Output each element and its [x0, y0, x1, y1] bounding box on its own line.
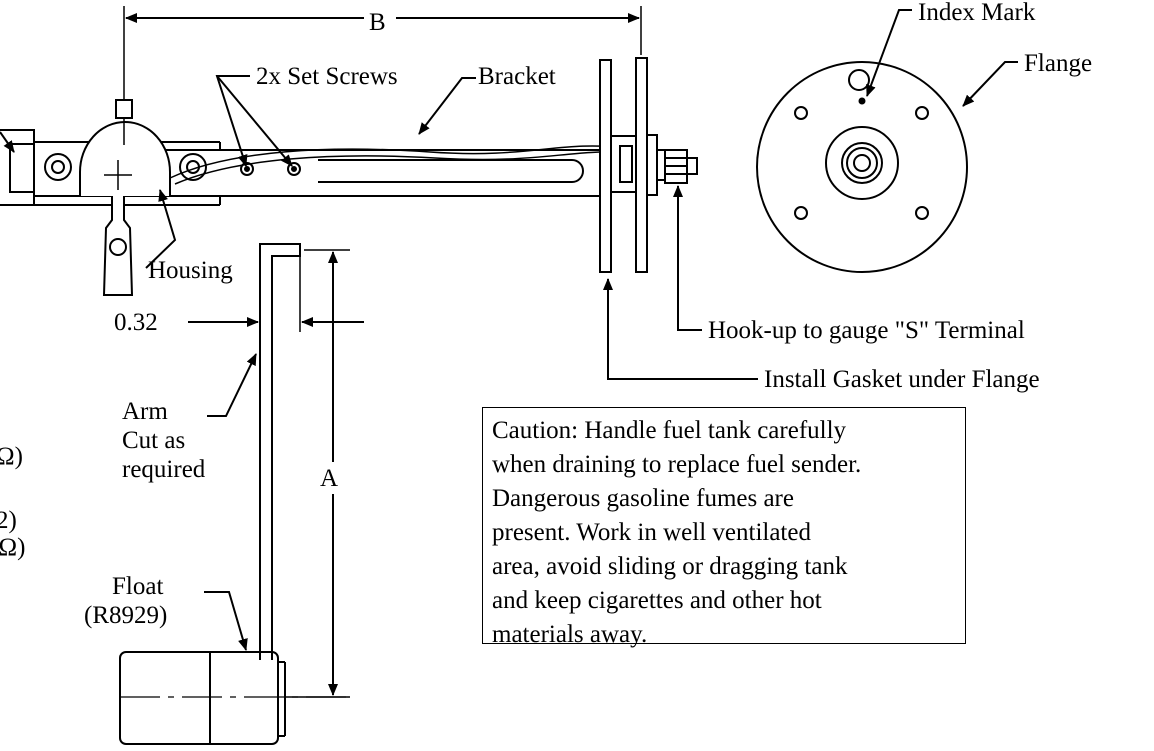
label-b: B — [369, 9, 386, 36]
dimension-032 — [188, 256, 364, 332]
label-clipped-2: 2) — [0, 507, 17, 534]
float — [119, 651, 348, 745]
housing-shape — [79, 99, 171, 296]
dimension-a — [285, 249, 350, 698]
caution-line: present. Work in well ventilated — [492, 519, 811, 546]
label-cut-as: Cut as — [122, 427, 185, 454]
labels: B Index Mark Flange 2x Set Screws Bracke… — [0, 0, 1092, 629]
label-clipped-3: 0Ω) — [0, 534, 25, 561]
label-flange: Flange — [1024, 50, 1092, 77]
label-a: A — [320, 465, 338, 492]
caution-line: materials away. — [492, 621, 648, 648]
label-clipped-1: Ω) — [0, 443, 23, 470]
label-set-screws: 2x Set Screws — [256, 63, 398, 90]
label-install-gasket: Install Gasket under Flange — [764, 366, 1040, 393]
label-required: required — [122, 456, 206, 483]
caution-line: when draining to replace fuel sender. — [492, 451, 862, 478]
caution-line: Dangerous gasoline fumes are — [492, 485, 794, 512]
caution-line: area, avoid sliding or dragging tank — [492, 553, 848, 580]
caution-line: Caution: Handle fuel tank carefully — [492, 417, 847, 444]
label-float-part: (R8929) — [84, 602, 167, 629]
leader-lines — [0, 9, 1018, 651]
dimension-b — [123, 6, 642, 100]
label-bracket: Bracket — [478, 63, 556, 90]
label-housing: Housing — [148, 257, 233, 284]
set-screws — [240, 162, 301, 176]
caution-line: and keep cigarettes and other hot — [492, 587, 822, 614]
label-index-mark: Index Mark — [918, 0, 1036, 26]
flange-front-view — [756, 61, 968, 273]
label-hookup: Hook-up to gauge "S" Terminal — [708, 317, 1025, 344]
flange-side-view — [599, 57, 698, 273]
wires — [169, 145, 626, 185]
caution-note: Caution: Handle fuel tank carefully when… — [482, 407, 966, 648]
label-arm: Arm — [122, 398, 168, 425]
label-float: Float — [112, 573, 163, 600]
label-032: 0.32 — [114, 309, 158, 336]
float-arm — [259, 243, 301, 660]
